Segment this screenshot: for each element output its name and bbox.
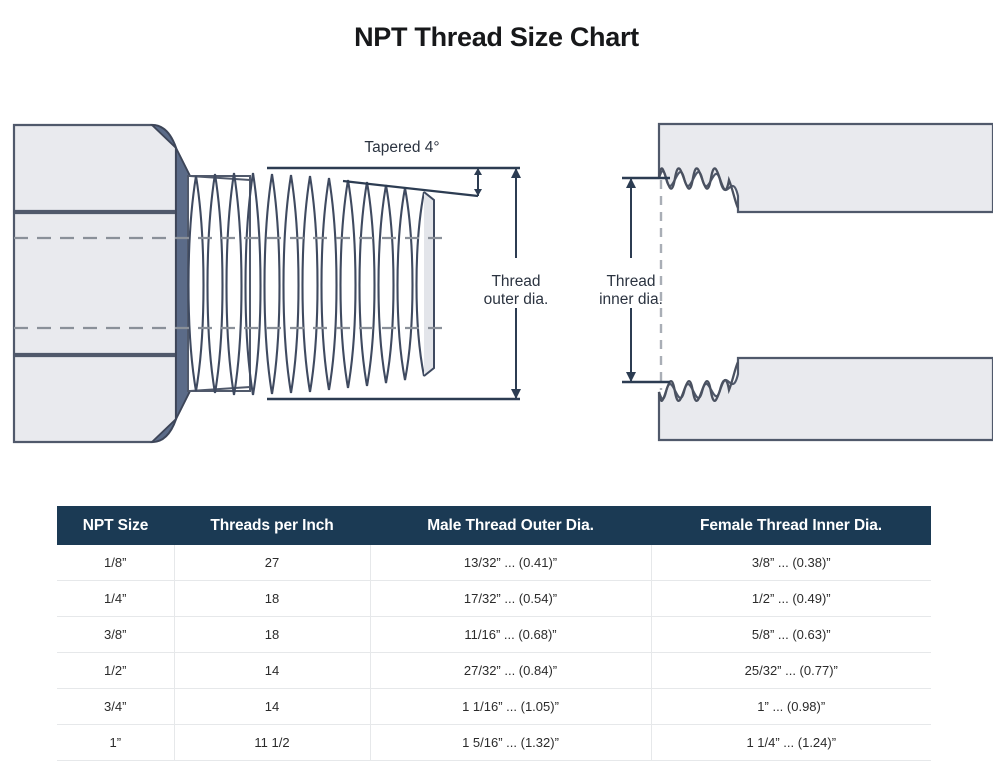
cell-npt-size: 1/2” xyxy=(57,652,175,689)
table-row: 1/4” 18 17/32” ... (0.54)” 1/2” ... (0.4… xyxy=(57,580,931,617)
inner-dia-arrow-bottom xyxy=(626,372,636,382)
column-header-female-inner-dia: Female Thread Inner Dia. xyxy=(651,506,931,545)
cell-npt-size: 1/4” xyxy=(57,580,175,617)
hex-face-middle xyxy=(12,211,178,356)
cell-threads-per-inch: 27 xyxy=(174,545,371,581)
cell-male-outer-dia: 1 1/16” ... (1.05)” xyxy=(370,688,652,725)
female-fitting xyxy=(657,122,993,442)
outer-dia-label-line1: Thread xyxy=(491,273,540,290)
cell-npt-size: 1” xyxy=(57,724,175,761)
table-row: 3/4” 14 1 1/16” ... (1.05)” 1” ... (0.98… xyxy=(57,688,931,725)
hex-face-bottom xyxy=(12,354,178,444)
column-header-threads-per-inch: Threads per Inch xyxy=(174,506,370,545)
inner-dia-label-line1: Thread xyxy=(606,273,655,290)
taper-angle-line xyxy=(342,179,479,198)
cell-female-inner-dia: 3/8” ... (0.38)” xyxy=(651,545,931,581)
taper-arrow-down xyxy=(474,189,482,196)
thread-size-table: NPT Size Threads per Inch Male Thread Ou… xyxy=(57,506,931,761)
cell-male-outer-dia: 11/16” ... (0.68)” xyxy=(370,616,652,653)
column-header-npt-size: NPT Size xyxy=(57,506,174,545)
cell-female-inner-dia: 5/8” ... (0.63)” xyxy=(651,616,931,653)
table-row: 1/8” 27 13/32” ... (0.41)” 3/8” ... (0.3… xyxy=(57,545,931,581)
inner-dia-dimension: Thread inner dia. xyxy=(599,176,670,384)
cell-female-inner-dia: 25/32” ... (0.77)” xyxy=(651,652,931,689)
column-header-male-outer-dia: Male Thread Outer Dia. xyxy=(370,506,651,545)
shank-transition xyxy=(189,175,251,392)
cell-male-outer-dia: 13/32” ... (0.41)” xyxy=(370,545,652,581)
cell-npt-size: 3/8” xyxy=(57,616,175,653)
female-wall-lower xyxy=(657,356,993,442)
table-row: 1” 11 1/2 1 5/16” ... (1.32)” 1 1/4” ...… xyxy=(57,724,931,761)
cell-male-outer-dia: 1 5/16” ... (1.32)” xyxy=(370,724,652,761)
outer-dia-dimension: Thread outer dia. xyxy=(267,168,549,401)
cell-npt-size: 1/8” xyxy=(57,545,175,581)
outer-dia-arrow-top xyxy=(511,168,521,178)
cell-female-inner-dia: 1/2” ... (0.49)” xyxy=(651,580,931,617)
cell-threads-per-inch: 11 1/2 xyxy=(174,724,371,761)
cell-threads-per-inch: 14 xyxy=(174,688,371,725)
male-fitting xyxy=(12,123,448,444)
female-thread-lower xyxy=(657,361,740,402)
taper-annotation: Tapered 4° xyxy=(267,139,520,198)
outer-dia-label-line2: outer dia. xyxy=(484,291,549,308)
hex-face-top xyxy=(12,123,178,213)
cell-npt-size: 3/4” xyxy=(57,688,175,725)
cell-male-outer-dia: 17/32” ... (0.54)” xyxy=(370,580,652,617)
thread-diagram-svg: Tapered 4° Thread outer dia. xyxy=(12,122,993,444)
female-thread-upper xyxy=(657,167,740,209)
hex-nut-body xyxy=(12,123,191,444)
female-wall-upper xyxy=(657,122,993,214)
cell-female-inner-dia: 1” ... (0.98)” xyxy=(651,688,931,725)
cell-threads-per-inch: 18 xyxy=(174,580,371,617)
male-thread-profile xyxy=(187,172,433,396)
cell-threads-per-inch: 18 xyxy=(174,616,371,653)
cell-female-inner-dia: 1 1/4” ... (1.24)” xyxy=(651,724,931,761)
taper-arrow-up xyxy=(474,168,482,175)
page-title: NPT Thread Size Chart xyxy=(354,22,639,52)
cell-male-outer-dia: 27/32” ... (0.84)” xyxy=(370,652,652,689)
thread-end-chamfer xyxy=(423,191,435,377)
taper-label: Tapered 4° xyxy=(364,139,439,156)
inner-dia-arrow-top xyxy=(626,178,636,188)
outer-dia-arrow-bottom xyxy=(511,389,521,399)
thread-diagram: Tapered 4° Thread outer dia. xyxy=(0,118,993,473)
table-row: 1/2” 14 27/32” ... (0.84)” 25/32” ... (0… xyxy=(57,652,931,689)
cell-threads-per-inch: 14 xyxy=(174,652,371,689)
table-header-row: NPT Size Threads per Inch Male Thread Ou… xyxy=(57,506,931,545)
table-row: 3/8” 18 11/16” ... (0.68)” 5/8” ... (0.6… xyxy=(57,616,931,653)
inner-dia-label-line2: inner dia. xyxy=(599,291,663,308)
